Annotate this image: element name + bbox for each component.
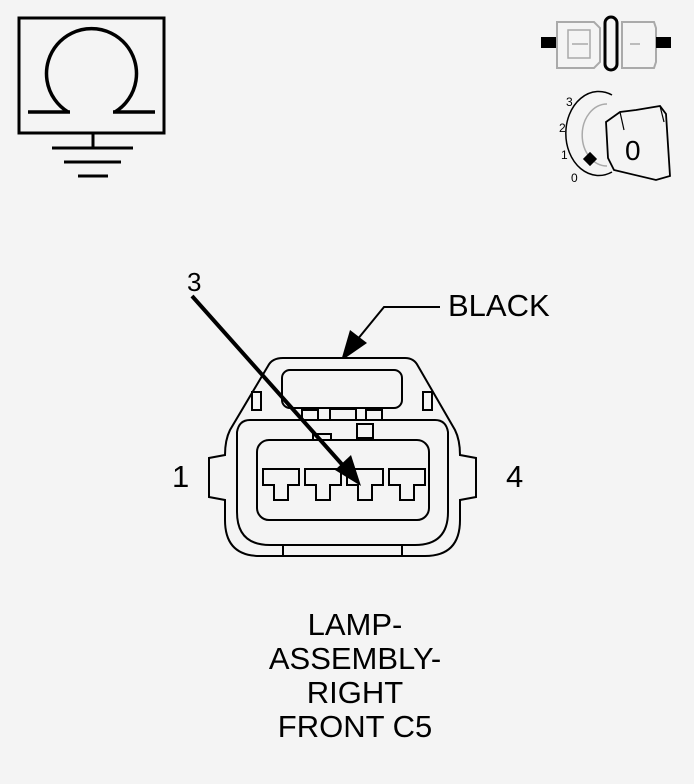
- key-position-3: 3: [566, 95, 573, 109]
- connector-name-line-4: FRONT C5: [277, 709, 433, 744]
- pin-label-left: 1: [172, 459, 189, 494]
- key-position-1: 1: [561, 148, 568, 162]
- key-position-0: 0: [571, 171, 578, 185]
- connector-name-line-3: RIGHT: [306, 675, 404, 710]
- connector-name-line-2: ASSEMBLY-: [268, 641, 442, 676]
- ohmmeter-ground-icon: [17, 16, 166, 178]
- connector-name-line-1: LAMP-: [307, 607, 403, 642]
- pin-callout-label: 3: [187, 267, 201, 297]
- terminal-4: [388, 468, 426, 501]
- connector-color-label: BLACK: [448, 288, 550, 323]
- key-label: 0: [625, 135, 641, 166]
- connector-disconnect-icon: [541, 15, 671, 72]
- pin-callout-arrow: [190, 294, 361, 486]
- key-position-2: 2: [559, 121, 566, 135]
- connector-housing: [208, 357, 477, 557]
- terminal-1: [262, 468, 300, 501]
- pin-label-right: 4: [506, 459, 523, 494]
- color-leader-arrow: [341, 306, 440, 361]
- terminal-2: [304, 468, 342, 501]
- ignition-key-icon: 3 2 1 0 0: [559, 90, 671, 185]
- connector-name: LAMP- ASSEMBLY- RIGHT FRONT C5: [205, 608, 505, 744]
